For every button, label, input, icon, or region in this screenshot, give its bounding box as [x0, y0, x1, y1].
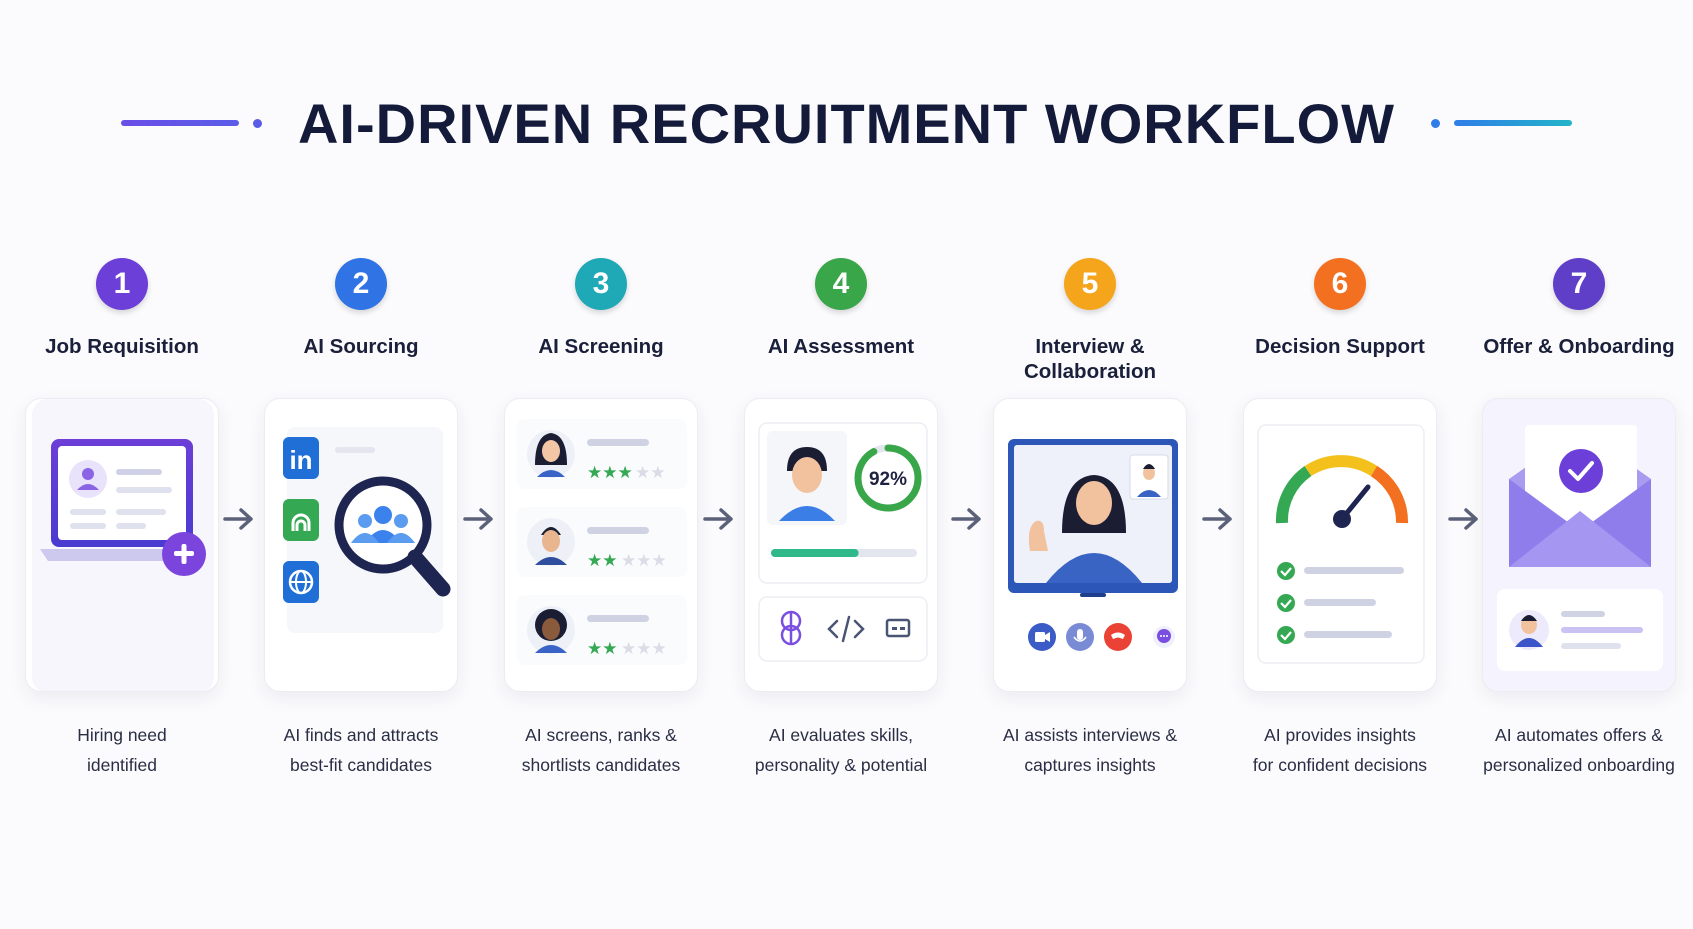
step-card [25, 398, 219, 692]
svg-text:in: in [289, 445, 312, 475]
step-description: AI screens, ranks & shortlists candidate… [476, 720, 726, 780]
arrow-right-icon [703, 508, 733, 530]
step-label: AI Screening [538, 335, 664, 358]
step-label: Job Requisition [45, 335, 199, 358]
step-interview-collaboration: 5 Interview & Collaboration [985, 0, 1195, 929]
step-ai-screening: 3 AI Screening ★★★ ★★ ★★ ★★★ [496, 0, 706, 929]
brain-icon [780, 610, 802, 646]
desc-line: AI finds and attracts [283, 725, 439, 745]
desc-line: captures insights [1024, 755, 1156, 775]
step-ai-assessment: 4 AI Assessment 92% [736, 0, 946, 929]
ranked-candidates-icon: ★★★ ★★ ★★ ★★★ ★★ ★★★ [517, 419, 687, 665]
code-icon [827, 615, 865, 643]
desc-line: shortlists candidates [521, 755, 681, 775]
magnifier-people-icon: in [283, 427, 451, 633]
step-description: AI provides insights for confident decis… [1215, 720, 1465, 780]
step-description: AI automates offers & personalized onboa… [1454, 720, 1693, 780]
title-dot-right [1431, 118, 1440, 128]
video-call-icon [1008, 439, 1178, 651]
desc-line: personalized onboarding [1483, 755, 1675, 775]
step-offer-onboarding: 7 Offer & Onboarding AI automates offers… [1474, 0, 1684, 929]
desc-line: personality & potential [754, 755, 928, 775]
step-label: AI Assessment [767, 335, 915, 358]
desc-line: Hiring need [77, 725, 167, 745]
desc-line: identified [86, 755, 158, 775]
step-ai-sourcing: 2 AI Sourcing in AI finds and attracts b… [256, 0, 466, 929]
step-label: Offer & Onboarding [1483, 335, 1675, 358]
step-decision-support: 6 Decision Support [1235, 0, 1445, 929]
step-number-badge: 7 [1553, 258, 1605, 310]
step-label: Interview & Collaboration [965, 334, 1215, 384]
candidate-row: ★★ ★★★ [517, 595, 687, 665]
title-row: AI-DRIVEN RECRUITMENT WORKFLOW [0, 88, 1693, 158]
arrow-right-icon [1448, 508, 1478, 530]
check-circle-icon [1277, 562, 1295, 580]
arrow-right-icon [951, 508, 981, 530]
step-label: AI Sourcing [303, 335, 419, 358]
assessment-score-icon: 92% [758, 422, 928, 662]
step-card: ★★★ ★★ ★★ ★★★ ★★ ★★★ [504, 398, 698, 692]
svg-text:★★★: ★★★ [621, 551, 667, 571]
step-job-requisition: 1 Job Requisition Hi [17, 0, 227, 929]
step-number-badge: 4 [815, 258, 867, 310]
step-card [1243, 398, 1437, 692]
check-circle-icon [1277, 626, 1295, 644]
arrow-right-icon [1202, 508, 1232, 530]
candidate-row: ★★★ ★★ [517, 419, 687, 489]
arrow-right-icon [223, 508, 253, 530]
chat-window-icon [885, 618, 911, 638]
title-line-right [1454, 120, 1572, 126]
candidate-row: ★★ ★★★ [517, 507, 687, 577]
step-description: AI assists interviews & captures insight… [965, 720, 1215, 780]
step-card [1482, 398, 1676, 692]
step-number-badge: 2 [335, 258, 387, 310]
step-description: AI finds and attracts best-fit candidate… [236, 720, 486, 780]
svg-text:★★: ★★ [587, 551, 617, 571]
score-ring [854, 444, 922, 512]
step-description: AI evaluates skills, personality & poten… [716, 720, 966, 780]
desc-line: AI assists interviews & [1002, 725, 1178, 745]
arrow-right-icon [463, 508, 493, 530]
step-number-badge: 3 [575, 258, 627, 310]
step-card: in [264, 398, 458, 692]
page-title: AI-DRIVEN RECRUITMENT WORKFLOW [297, 91, 1395, 155]
envelope-check-icon [1497, 425, 1663, 671]
step-number-badge: 5 [1064, 258, 1116, 310]
desc-line: AI automates offers & [1495, 725, 1663, 745]
step-label: Decision Support [1255, 335, 1425, 358]
svg-text:★★: ★★ [635, 463, 665, 483]
svg-text:★★★: ★★★ [587, 463, 633, 483]
check-circle-icon [1277, 594, 1295, 612]
label-line: Interview & [1035, 335, 1145, 358]
gauge-checklist-icon [1257, 424, 1425, 664]
title-line-left [120, 120, 239, 126]
label-line: Collaboration [1023, 360, 1157, 383]
step-description: Hiring need identified [0, 720, 247, 780]
step-card [993, 398, 1187, 692]
desc-line: AI provides insights [1264, 725, 1416, 745]
step-card: 92% [744, 398, 938, 692]
desc-line: AI evaluates skills, [769, 725, 913, 745]
svg-text:★★★: ★★★ [621, 639, 667, 659]
score-label: 92% [869, 469, 907, 490]
step-number-badge: 6 [1314, 258, 1366, 310]
desc-line: for confident decisions [1252, 755, 1428, 775]
step-number-badge: 1 [96, 258, 148, 310]
laptop-profile-add-icon [32, 399, 214, 691]
title-dot-left [252, 118, 262, 128]
desc-line: best-fit candidates [289, 755, 433, 775]
progress-fill [771, 549, 859, 557]
desc-line: AI screens, ranks & [525, 725, 677, 745]
svg-text:★★: ★★ [587, 639, 617, 659]
